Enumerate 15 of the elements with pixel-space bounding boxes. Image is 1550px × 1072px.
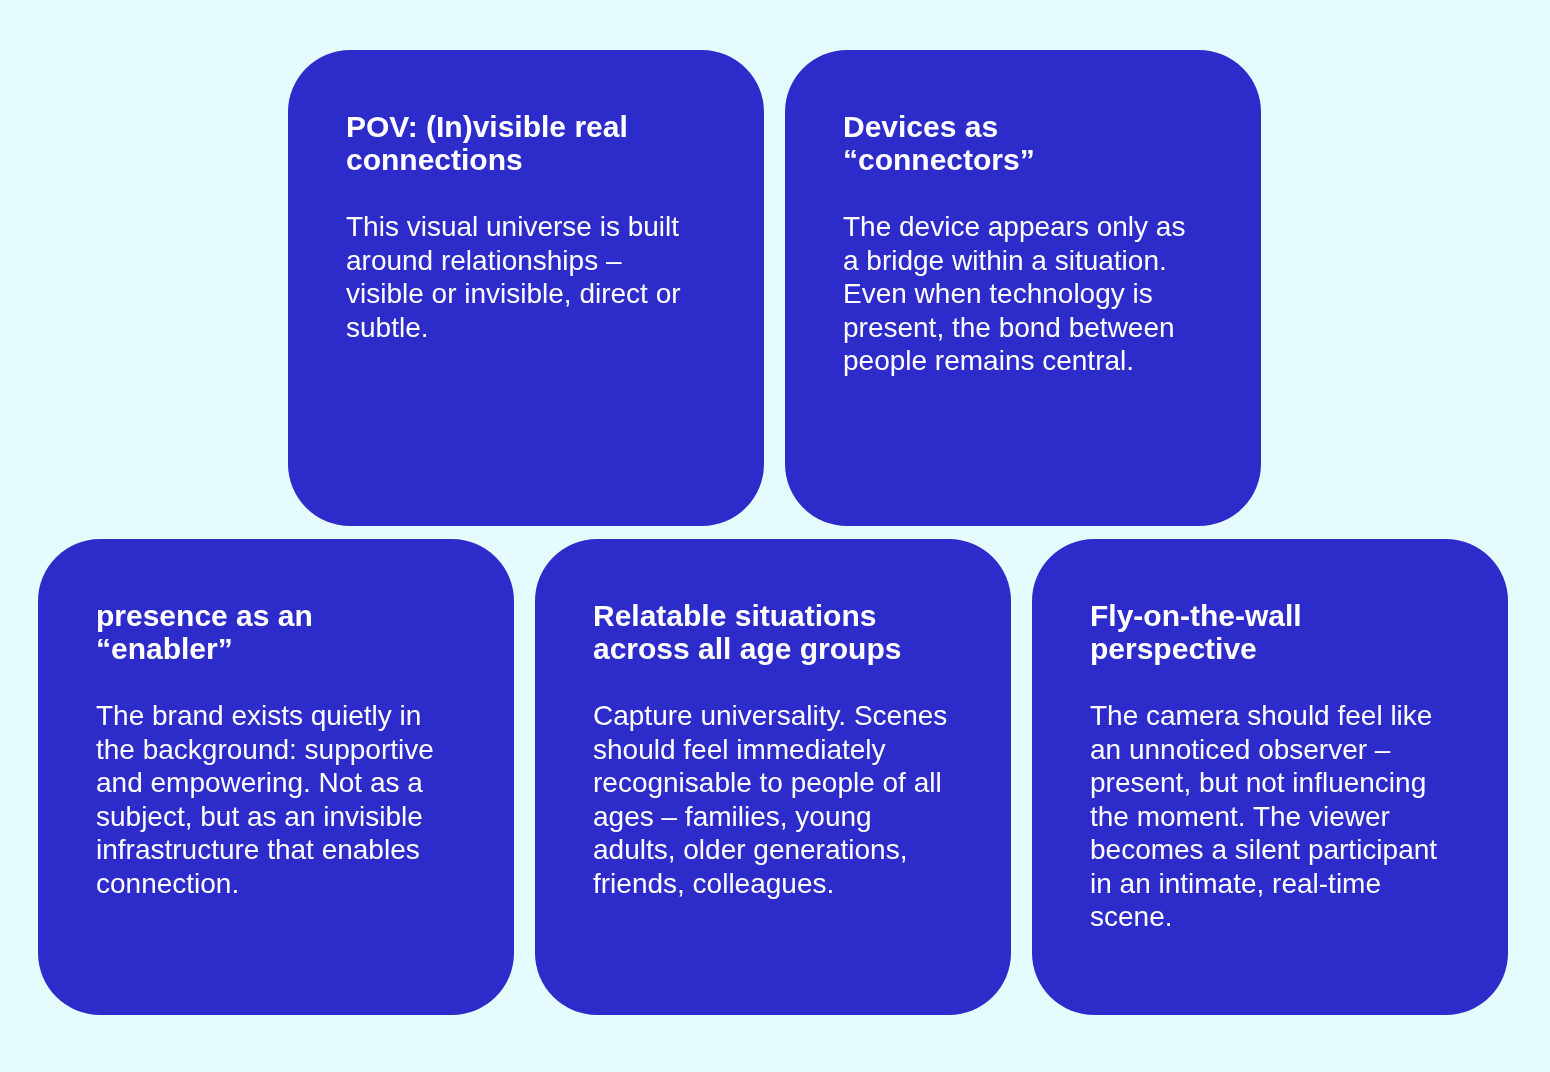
card-text: This visual universe is built around relationships – visible or invisible, direct or subtle.: [346, 210, 682, 344]
info-card: [1032, 539, 1508, 1015]
card-heading: POV: (In)visible real connections: [346, 110, 629, 176]
info-card: [535, 539, 1011, 1015]
card-text: The device appears only as a bridge within a situation. Even when technology is present, the bond between people remains central.: [843, 210, 1187, 378]
card-heading: Relatable situations across all age groups: [593, 599, 903, 665]
card-text: Capture universality. Scenes should feel immediately recognisable to people of all ages – families, young adults, older generations, friends, colleagues.: [593, 699, 949, 900]
card-text: The brand exists quietly in the background: supportive and empowering. Not as a subject, but as an invisible infrastructure that enables connection.: [96, 699, 435, 900]
card-heading: Fly-on-the-wall perspective: [1090, 599, 1303, 665]
card-heading: Devices as “connectors”: [843, 110, 1036, 176]
info-card: [288, 50, 764, 526]
info-card: [38, 539, 514, 1015]
card-heading: presence as an “enabler”: [96, 599, 314, 665]
info-card: [785, 50, 1261, 526]
card-text: The camera should feel like an unnoticed observer – present, but not influencing the moment. The viewer becomes a silent participant in an intimate, real-time scene.: [1090, 699, 1439, 934]
